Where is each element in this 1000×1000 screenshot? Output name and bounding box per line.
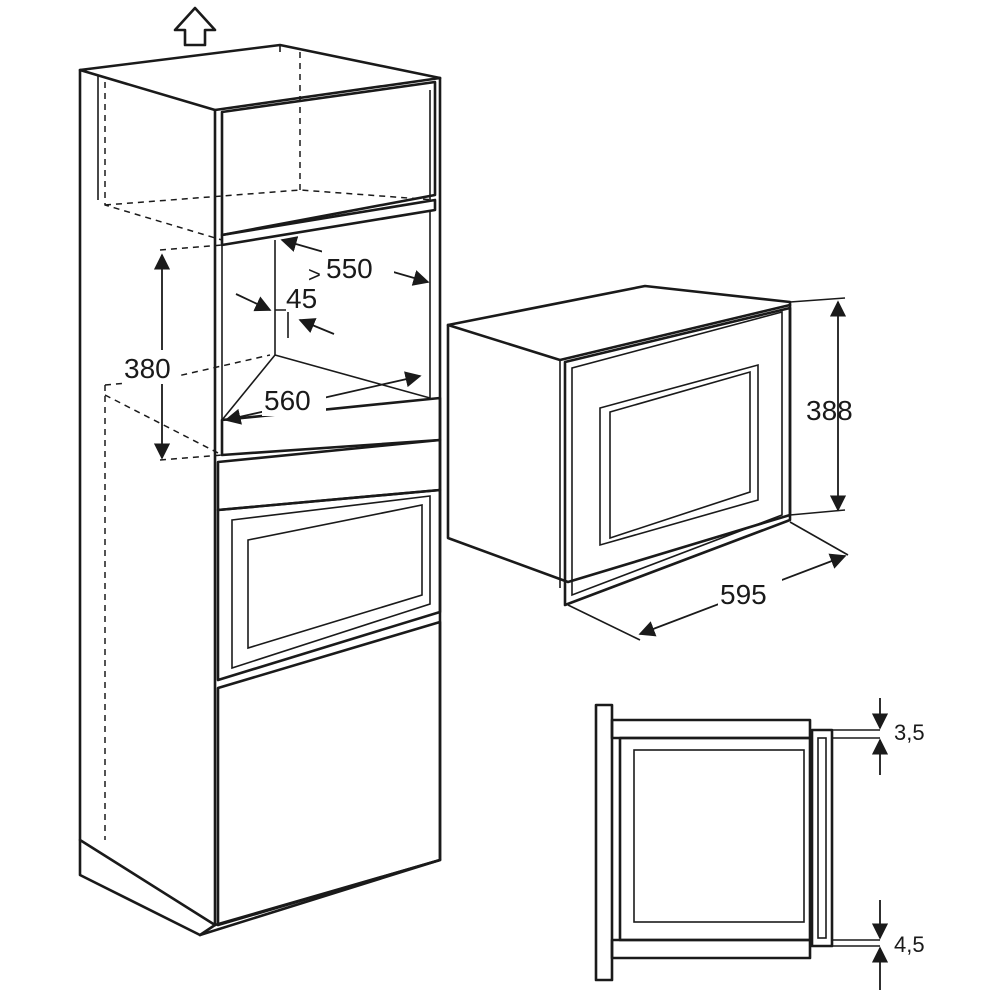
dimension-388-label: 388 <box>806 395 853 426</box>
tall-cabinet <box>78 43 442 937</box>
dimension-3-5: 3,5 <box>871 698 925 775</box>
dimension-550-label: 550 <box>326 253 373 284</box>
dimension-380-label: 380 <box>124 353 171 384</box>
dimension-3-5-label: 3,5 <box>894 720 925 745</box>
dimension-560: 560 <box>224 371 422 425</box>
dimension-550: 550 <box>280 236 430 286</box>
dimension-595: 595 <box>567 521 849 641</box>
dimension-4-5-label: 4,5 <box>894 932 925 957</box>
dimension-380: 380 <box>122 253 180 460</box>
section-detail <box>594 703 880 982</box>
up-arrow-icon <box>173 6 217 47</box>
min-symbol: > <box>308 262 321 287</box>
dimension-45: 45 > <box>235 262 335 338</box>
microwave-appliance <box>446 284 792 607</box>
dimension-388: 388 <box>789 297 853 516</box>
dimension-595-label: 595 <box>720 579 767 610</box>
dimension-560-label: 560 <box>264 385 311 416</box>
dimension-4-5: 4,5 <box>871 900 925 990</box>
dimension-45-label: 45 <box>286 283 317 314</box>
